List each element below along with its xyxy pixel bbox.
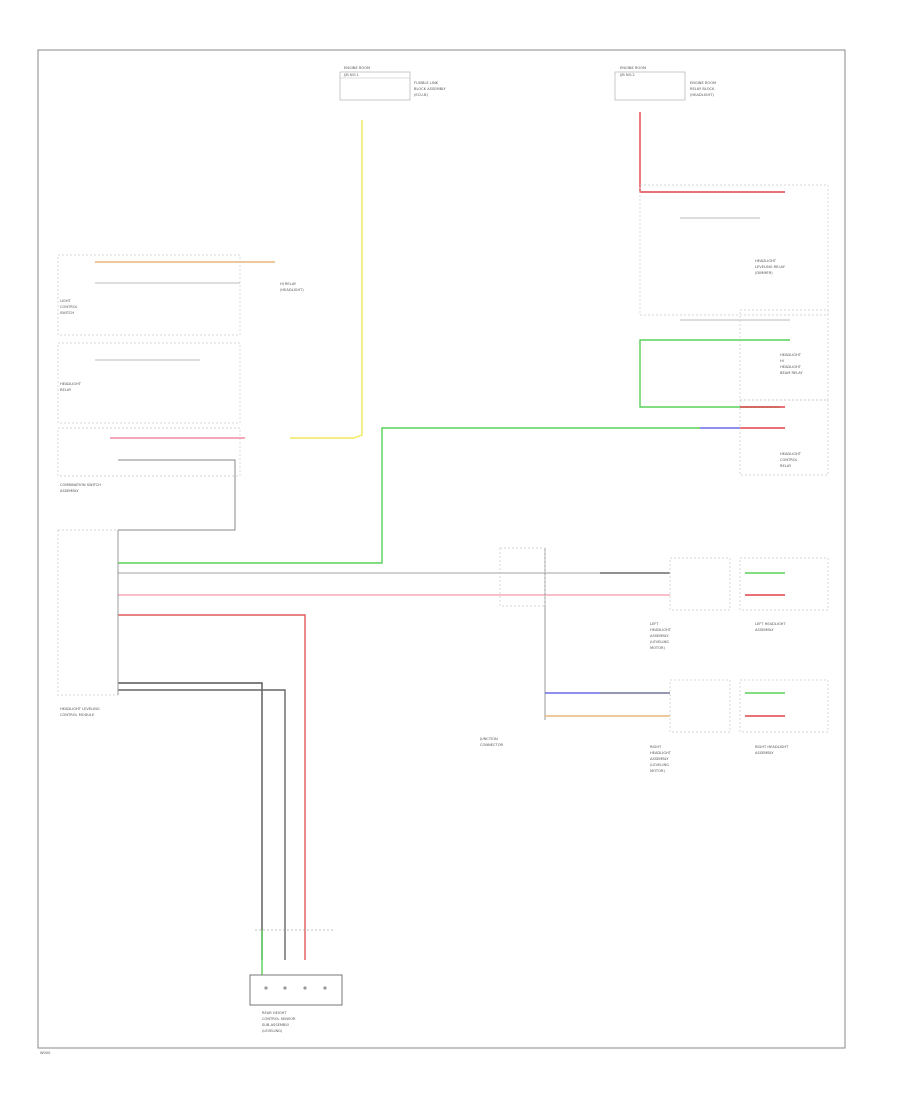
fuse-block-right-box	[614, 71, 686, 101]
module-right-1-label-3: HEADLIGHT	[780, 365, 802, 369]
fuse-block-right-title-2: J/B NO.2	[619, 73, 635, 77]
actuator-right-lo-box	[669, 679, 731, 733]
relay-box-left-label-2: RELAY	[60, 388, 72, 392]
fuse-block-left-sub-3: (ECU-B)	[414, 93, 428, 97]
wire-green-right-loop	[639, 339, 790, 408]
module-right-1-label-1: HEADLIGHT	[780, 353, 802, 357]
wire-black-1	[118, 682, 263, 960]
switch-left-label-1: LIGHT	[60, 299, 72, 303]
actuator-left-hi-box	[739, 557, 829, 611]
sensor-bottom-label-2: CONTROL SENSOR	[262, 1017, 296, 1021]
junction-center-label-2: CONNECTOR	[480, 743, 504, 747]
sensor-bottom-label-1: REAR HEIGHT	[262, 1011, 287, 1015]
combo-switch-label-1: COMBINATION SWITCH	[60, 483, 101, 487]
actuator-right-lo-label-2: HEADLIGHT	[650, 751, 672, 755]
module-left-label-1: HEADLIGHT LEVELING	[60, 707, 100, 711]
footer-code: W000	[40, 1051, 51, 1055]
switch-left-box	[57, 342, 241, 424]
relay-right-box	[639, 184, 829, 316]
diagram-frame	[37, 49, 846, 1049]
fuse-block-right-sub-1: ENGINE ROOM	[690, 81, 716, 85]
module-right-2-label-1: HEADLIGHT	[780, 452, 802, 456]
relay-box-left-label-1: HEADLIGHT	[60, 382, 82, 386]
wire-green-long	[118, 427, 700, 564]
combo-switch-label-2: ASSEMBLY	[60, 489, 79, 493]
sensor-bottom-label-4: (LEVELING)	[262, 1029, 283, 1033]
actuator-left-lo-label-2: HEADLIGHT	[650, 628, 672, 632]
module-right-2-box	[739, 399, 829, 476]
actuator-right-hi-box	[739, 679, 829, 733]
actuator-left-lo-label-1: LEFT	[650, 622, 659, 626]
fuse-block-left-sub-1: FUSIBLE LINK	[414, 81, 439, 85]
wire-red-mid	[118, 614, 306, 960]
sensor-bottom-box	[249, 974, 343, 1006]
fuse-block-left-title-2: J/B NO.1	[343, 73, 359, 77]
module-left-label-2: CONTROL MODULE	[60, 713, 95, 717]
wire-red-top-right	[639, 112, 785, 193]
fuse-block-right-sub-2: RELAY BLOCK	[690, 87, 715, 91]
sensor-bottom-label-3: SUB-ASSEMBLY	[262, 1023, 290, 1027]
relay-left-box	[57, 254, 241, 336]
combo-switch-box	[57, 427, 241, 477]
fuse-block-right-sub-3: (HEADLIGHT)	[690, 93, 714, 97]
relay-right-label-3: (DIMMER)	[755, 271, 773, 275]
module-right-1-label-4: BEAM RELAY	[780, 371, 803, 375]
switch-left-label-3: SWITCH	[60, 311, 74, 315]
actuator-left-hi-label-2: ASSEMBLY	[755, 628, 774, 632]
relay-right-label-1: HEADLIGHT	[755, 259, 777, 263]
module-left-box	[57, 529, 119, 696]
actuator-right-lo-label-1: RIGHT	[650, 745, 662, 749]
relay-left-label-1: HI RELAY	[280, 282, 297, 286]
actuator-left-hi-label-1: LEFT HEADLIGHT	[755, 622, 786, 626]
wire-yellow	[290, 120, 363, 439]
fuse-block-left-box	[339, 71, 411, 101]
actuator-right-lo-label-4: (LEVELING	[650, 763, 669, 767]
sensor-pins	[264, 986, 327, 990]
relay-right-label-2: LEVELING RELAY	[755, 265, 786, 269]
module-right-1-label-2: HI	[780, 359, 784, 363]
wire-grey-box	[118, 459, 236, 531]
module-right-2-label-3: RELAY	[780, 464, 792, 468]
actuator-left-lo-box	[669, 557, 731, 611]
fuse-block-left-sub-2: BLOCK ASSEMBLY	[414, 87, 447, 91]
fuse-block-right-title-1: ENGINE ROOM	[620, 66, 646, 70]
module-right-2-label-2: CONTROL	[780, 458, 798, 462]
actuator-right-hi-label-2: ASSEMBLY	[755, 751, 774, 755]
actuator-left-lo-label-3: ASSEMBLY	[650, 634, 669, 638]
actuator-left-lo-label-5: MOTOR)	[650, 646, 665, 650]
actuator-right-hi-label-1: RIGHT HEADLIGHT	[755, 745, 789, 749]
fuse-block-left-title-1: ENGINE ROOM	[344, 66, 370, 70]
switch-left-label-2: CONTROL	[60, 305, 78, 309]
junction-center-box	[499, 547, 546, 607]
wire-black-2	[118, 689, 286, 960]
junction-center-label-1: JUNCTION	[479, 737, 498, 741]
actuator-right-lo-label-5: MOTOR)	[650, 769, 665, 773]
actuator-right-lo-label-3: ASSEMBLY	[650, 757, 669, 761]
relay-left-label-2: (HEADLIGHT)	[280, 288, 304, 292]
actuator-left-lo-label-4: (LEVELING	[650, 640, 669, 644]
